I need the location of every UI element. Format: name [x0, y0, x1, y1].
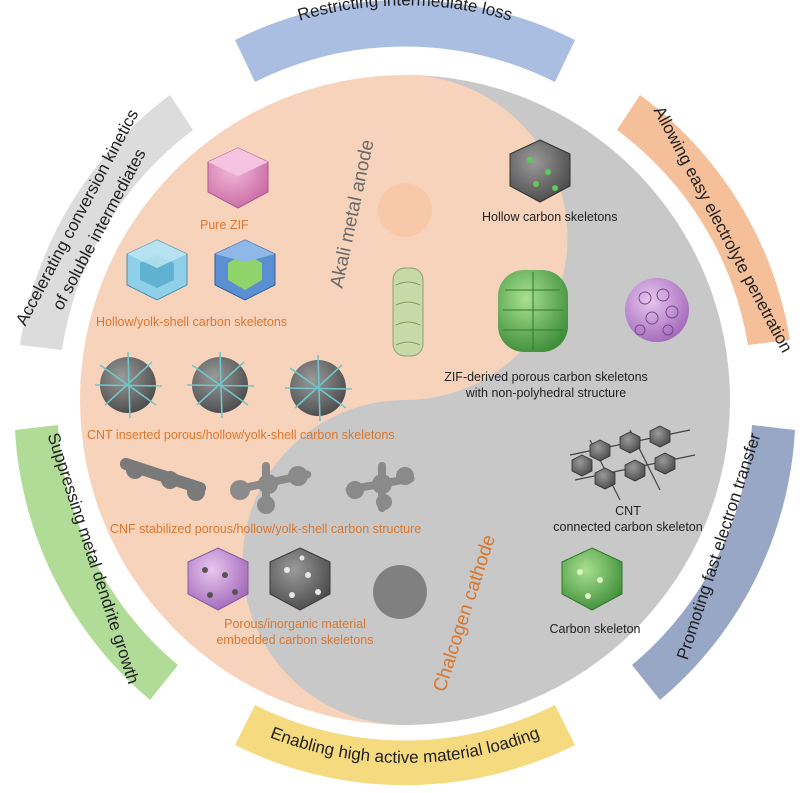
label-zif-derived-line1: ZIF-derived porous carbon skeletons	[426, 370, 666, 385]
tubular-porous-carbon-icon	[393, 268, 423, 356]
label-porous-inorganic-line2: embedded carbon skeletons	[195, 633, 395, 648]
label-hollow-carbon-skeletons: Hollow carbon skeletons	[482, 210, 602, 225]
honeycomb-porous-carbon-icon	[625, 278, 689, 342]
label-zif-derived-line2: with non-polyhedral structure	[426, 386, 666, 401]
cathode-eye-dot	[373, 565, 427, 619]
label-pure-zif: Pure ZIF	[200, 218, 249, 233]
label-hollow-yolk-shell: Hollow/yolk-shell carbon skeletons	[96, 315, 287, 330]
spiky-porous-carbon-icon	[498, 270, 568, 352]
label-porous-inorganic-line1: Porous/inorganic material	[195, 617, 395, 632]
label-cnt-line2: connected carbon skeleton	[548, 520, 708, 535]
anode-eye-dot	[378, 183, 432, 237]
label-cnt-line1: CNT	[588, 504, 668, 519]
label-carbon-skeleton: Carbon skeleton	[530, 622, 660, 637]
label-cnt-inserted: CNT inserted porous/hollow/yolk-shell ca…	[87, 428, 395, 443]
band-top	[235, 0, 575, 82]
label-cnf-stabilized: CNF stabilized porous/hollow/yolk-shell …	[110, 522, 421, 537]
